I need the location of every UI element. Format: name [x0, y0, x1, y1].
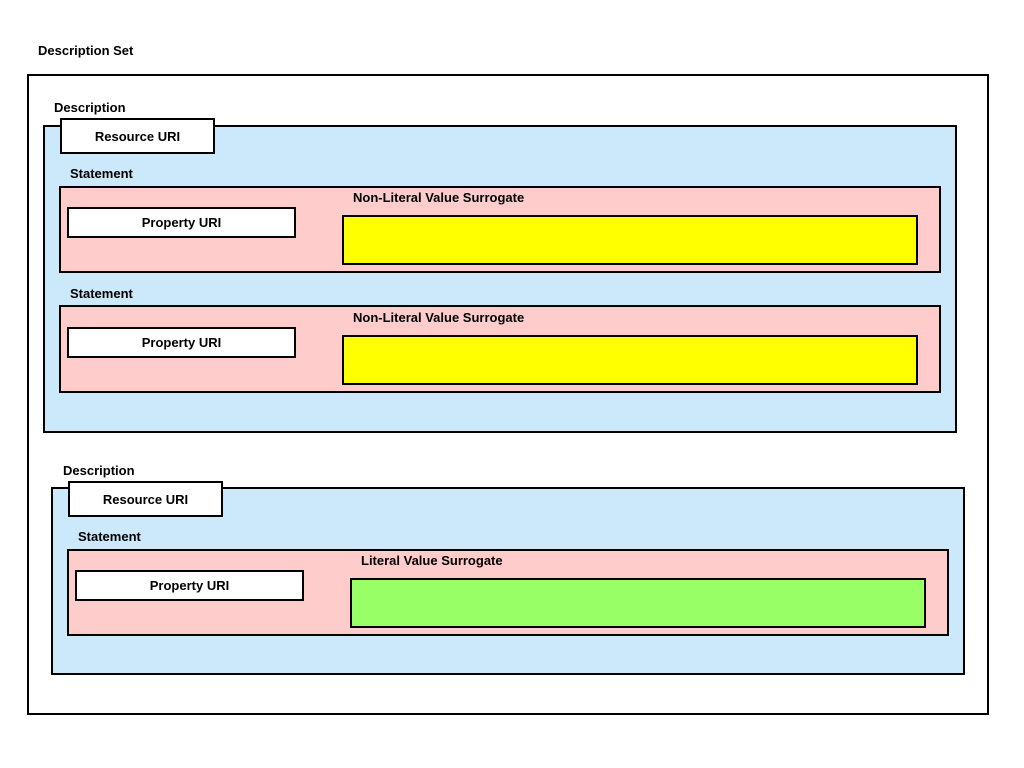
description-2-label: Description — [63, 463, 135, 478]
statement-1-1-label: Statement — [70, 166, 133, 181]
statement-2-1-literal-value-box — [350, 578, 926, 628]
resource-uri-label: Resource URI — [94, 128, 181, 144]
statement-1-1-property-uri: Property URI — [67, 207, 296, 238]
statement-1-1-value-surrogate-label: Non-Literal Value Surrogate — [353, 190, 525, 205]
description-1-resource-uri: Resource URI — [60, 118, 215, 154]
statement-1-2-non-literal-value-box — [342, 335, 918, 385]
description-2-resource-uri: Resource URI — [68, 481, 223, 517]
statement-1-2-label: Statement — [70, 286, 133, 301]
statement-2-1-value-surrogate-label: Literal Value Surrogate — [361, 553, 503, 568]
property-uri-label: Property URI — [149, 578, 230, 593]
description-set-title: Description Set — [38, 43, 134, 58]
property-uri-label: Property URI — [141, 335, 222, 350]
property-uri-label: Property URI — [141, 215, 222, 230]
statement-1-2-value-surrogate-label: Non-Literal Value Surrogate — [353, 310, 525, 325]
statement-1-1-non-literal-value-box — [342, 215, 918, 265]
statement-1-2-property-uri: Property URI — [67, 327, 296, 358]
statement-2-1-property-uri: Property URI — [75, 570, 304, 601]
resource-uri-label: Resource URI — [102, 491, 189, 507]
statement-2-1-label: Statement — [78, 529, 141, 544]
description-1-label: Description — [54, 100, 126, 115]
